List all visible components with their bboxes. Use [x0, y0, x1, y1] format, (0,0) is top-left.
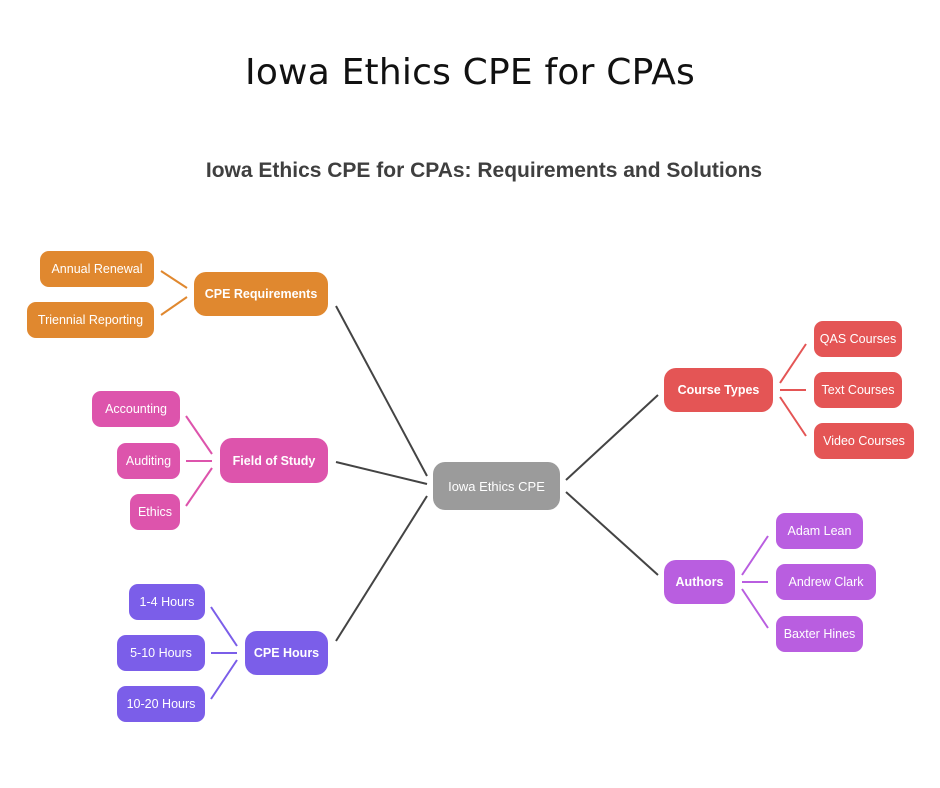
branch-authors[interactable]: Authors [664, 560, 735, 604]
link-center-field [335, 461, 428, 485]
leaf-andrew-clark[interactable]: Andrew Clark [776, 564, 876, 600]
link-hours-1-4 [210, 606, 238, 647]
leaf-video-courses[interactable]: Video Courses [814, 423, 914, 459]
branch-cpe-hours[interactable]: CPE Hours [245, 631, 328, 675]
leaf-text-courses[interactable]: Text Courses [814, 372, 902, 408]
leaf-accounting[interactable]: Accounting [92, 391, 180, 427]
link-field-ethics [185, 467, 213, 507]
link-course-video [779, 396, 807, 437]
link-requirements-annual [160, 270, 188, 289]
link-field-accounting [185, 415, 213, 455]
link-requirements-triennial [160, 296, 188, 316]
leaf-annual-renewal[interactable]: Annual Renewal [40, 251, 154, 287]
link-authors-adam [741, 535, 769, 576]
diagram-subtitle: Iowa Ethics CPE for CPAs: Requirements a… [205, 159, 763, 182]
link-center-hours [335, 495, 428, 642]
link-hours-10-20 [210, 659, 238, 700]
branch-course-types[interactable]: Course Types [664, 368, 773, 412]
link-center-requirements [335, 305, 428, 477]
link-authors-baxter [741, 588, 769, 629]
leaf-baxter-hines[interactable]: Baxter Hines [776, 616, 863, 652]
leaf-ethics[interactable]: Ethics [130, 494, 180, 530]
leaf-5-10-hours[interactable]: 5-10 Hours [117, 635, 205, 671]
leaf-qas-courses[interactable]: QAS Courses [814, 321, 902, 357]
branch-cpe-requirements[interactable]: CPE Requirements [194, 272, 328, 316]
leaf-1-4-hours[interactable]: 1-4 Hours [129, 584, 205, 620]
leaf-adam-lean[interactable]: Adam Lean [776, 513, 863, 549]
link-center-authors [565, 491, 659, 576]
leaf-auditing[interactable]: Auditing [117, 443, 180, 479]
leaf-10-20-hours[interactable]: 10-20 Hours [117, 686, 205, 722]
leaf-triennial-reporting[interactable]: Triennial Reporting [27, 302, 154, 338]
link-center-course-types [565, 394, 659, 481]
link-course-qas [779, 343, 807, 384]
center-node[interactable]: Iowa Ethics CPE [433, 462, 560, 510]
page-title: Iowa Ethics CPE for CPAs [245, 52, 695, 93]
branch-field-of-study[interactable]: Field of Study [220, 438, 328, 483]
